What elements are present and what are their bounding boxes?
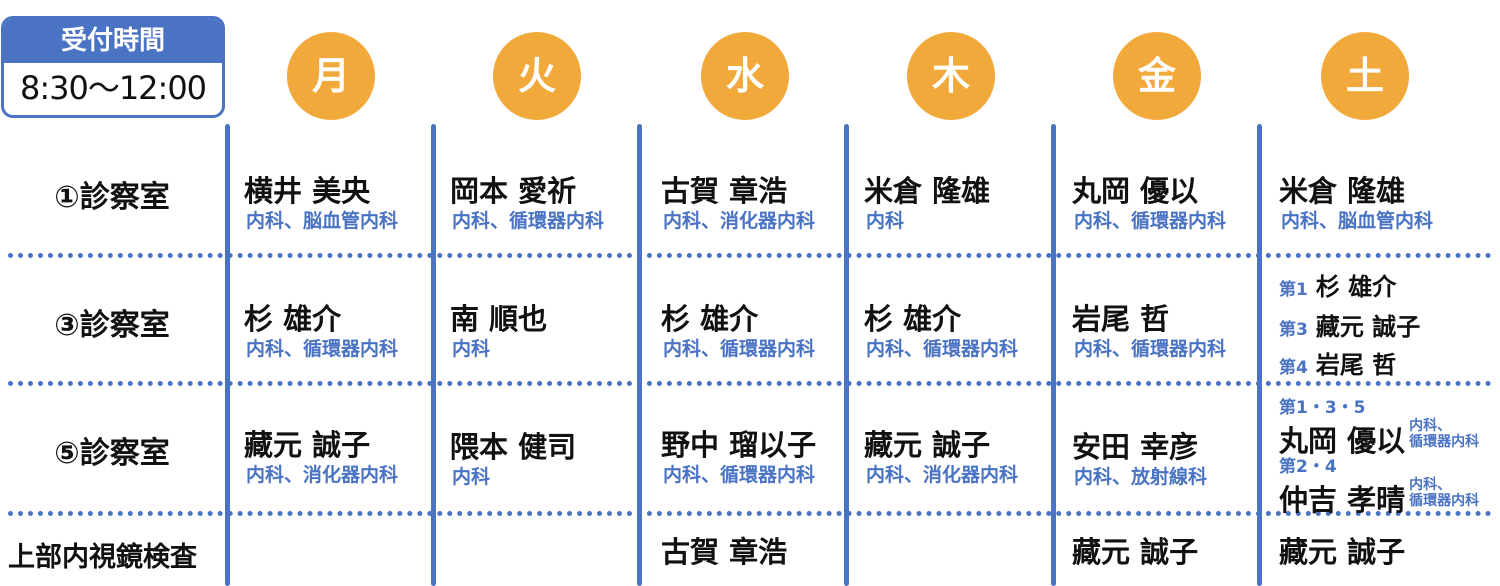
week-label: 第4 [1279, 358, 1308, 378]
doctor-specialty: 内科、消化器内科 [866, 464, 1019, 486]
doctor-name: 藏元 誠子 [864, 428, 991, 462]
room3-mon-cell: 杉 雄介 内科、循環器内科 [244, 302, 444, 362]
week-label: 第1・3・5 [1279, 398, 1366, 418]
doctor-name: 岩尾 哲 [1072, 302, 1170, 336]
day-saturday: 土 [1321, 32, 1409, 120]
doctor-name: 藏元 誠子 [1315, 313, 1421, 341]
room3-sat-week4: 第4 岩尾 哲 [1279, 345, 1396, 380]
doctor-name: 仲吉 孝晴 [1279, 483, 1406, 517]
endoscopy-wed-cell: 古賀 章浩 [661, 535, 861, 569]
row-divider [8, 511, 1492, 516]
room3-sat-week1: 第1 杉 雄介 [1279, 267, 1396, 302]
reception-hours-time: 8:30〜12:00 [19, 69, 207, 107]
doctor-specialty: 内科、脳血管内科 [1281, 210, 1434, 232]
doctor-specialty: 内科 [452, 338, 491, 360]
doctor-specialty: 内科、循環器内科 [1074, 210, 1227, 232]
column-divider [1051, 124, 1056, 586]
reception-hours-box: 受付時間 8:30〜12:00 [1, 16, 225, 118]
room3-wed-cell: 杉 雄介 内科、循環器内科 [661, 302, 861, 362]
doctor-specialty: 内科 [866, 210, 905, 232]
doctor-specialty: 内科、脳血管内科 [246, 210, 399, 232]
doctor-specialty: 内科、循環器内科 [663, 464, 816, 486]
day-wednesday: 水 [701, 32, 789, 120]
doctor-name: 安田 幸彦 [1072, 430, 1199, 464]
doctor-specialty: 内科、循環器内科 [663, 338, 816, 360]
room1-wed-cell: 古賀 章浩 内科、消化器内科 [661, 174, 861, 234]
room1-fri-cell: 丸岡 優以 内科、循環器内科 [1072, 174, 1272, 234]
room3-thu-cell: 杉 雄介 内科、循環器内科 [864, 302, 1064, 362]
column-divider [637, 124, 642, 586]
row-divider [8, 381, 1492, 386]
room5-tue-cell: 隈本 健司 内科 [450, 430, 650, 490]
doctor-name: 隈本 健司 [450, 430, 577, 464]
endoscopy-sat-cell: 藏元 誠子 [1279, 535, 1479, 569]
doctor-name: 古賀 章浩 [661, 174, 788, 208]
room5-sat-week135: 第1・3・5 丸岡 優以内科、循環器内科 [1279, 393, 1479, 460]
week-label: 第1 [1279, 280, 1308, 300]
room1-thu-cell: 米倉 隆雄 内科 [864, 174, 1064, 234]
doctor-specialty: 内科、消化器内科 [246, 464, 399, 486]
column-divider [225, 124, 230, 586]
column-divider [844, 124, 849, 586]
endoscopy-label: 上部内視鏡検査 [8, 542, 197, 573]
room5-mon-cell: 藏元 誠子 内科、消化器内科 [244, 428, 444, 488]
doctor-specialty: 内科、循環器内科 [1409, 418, 1480, 450]
day-monday: 月 [287, 32, 375, 120]
room3-tue-cell: 南 順也 内科 [450, 302, 650, 362]
reception-hours-label: 受付時間 [4, 19, 222, 63]
day-thursday: 木 [907, 32, 995, 120]
room5-wed-cell: 野中 瑠以子 内科、循環器内科 [661, 428, 861, 488]
column-divider [1257, 124, 1262, 586]
doctor-name: 岡本 愛祈 [450, 174, 577, 208]
doctor-name: 杉 雄介 [244, 302, 342, 336]
day-friday: 金 [1113, 32, 1201, 120]
doctor-specialty: 内科、放射線科 [1074, 466, 1208, 488]
doctor-name: 横井 美央 [244, 174, 371, 208]
room5-sat-week24: 第2・4 仲吉 孝晴内科、循環器内科 [1279, 452, 1479, 519]
doctor-name: 杉 雄介 [864, 302, 962, 336]
doctor-name: 杉 雄介 [1315, 273, 1397, 301]
doctor-name: 岩尾 哲 [1315, 351, 1397, 379]
doctor-specialty: 内科、循環器内科 [1409, 477, 1480, 509]
doctor-name: 米倉 隆雄 [864, 174, 991, 208]
room-5-label: ⑤診察室 [54, 436, 170, 471]
row-divider [8, 253, 1492, 258]
doctor-name: 藏元 誠子 [244, 428, 371, 462]
doctor-specialty: 内科、循環器内科 [1074, 338, 1227, 360]
doctor-name: 藏元 誠子 [1279, 535, 1406, 569]
room3-sat-week3: 第3 藏元 誠子 [1279, 307, 1420, 342]
doctor-specialty: 内科、循環器内科 [866, 338, 1019, 360]
doctor-specialty: 内科、消化器内科 [663, 210, 816, 232]
day-tuesday: 火 [493, 32, 581, 120]
room1-tue-cell: 岡本 愛祈 内科、循環器内科 [450, 174, 650, 234]
doctor-specialty: 内科、循環器内科 [452, 210, 605, 232]
column-divider [431, 124, 436, 586]
doctor-name: 古賀 章浩 [661, 535, 788, 569]
doctor-name: 南 順也 [450, 302, 548, 336]
endoscopy-fri-cell: 藏元 誠子 [1072, 535, 1272, 569]
doctor-name: 杉 雄介 [661, 302, 759, 336]
week-label: 第3 [1279, 320, 1308, 340]
doctor-name: 野中 瑠以子 [661, 428, 817, 462]
doctor-name: 藏元 誠子 [1072, 535, 1199, 569]
room-3-label: ③診察室 [54, 308, 170, 343]
doctor-name: 丸岡 優以 [1072, 174, 1199, 208]
doctor-specialty: 内科、循環器内科 [246, 338, 399, 360]
room1-sat-cell: 米倉 隆雄 内科、脳血管内科 [1279, 174, 1479, 234]
doctor-name: 米倉 隆雄 [1279, 174, 1406, 208]
room-1-label: ①診察室 [54, 180, 170, 215]
doctor-specialty: 内科 [452, 466, 491, 488]
room5-fri-cell: 安田 幸彦 内科、放射線科 [1072, 430, 1272, 490]
week-label: 第2・4 [1279, 457, 1337, 477]
room5-thu-cell: 藏元 誠子 内科、消化器内科 [864, 428, 1064, 488]
room1-mon-cell: 横井 美央 内科、脳血管内科 [244, 174, 444, 234]
doctor-name: 丸岡 優以 [1279, 424, 1406, 458]
room3-fri-cell: 岩尾 哲 内科、循環器内科 [1072, 302, 1272, 362]
